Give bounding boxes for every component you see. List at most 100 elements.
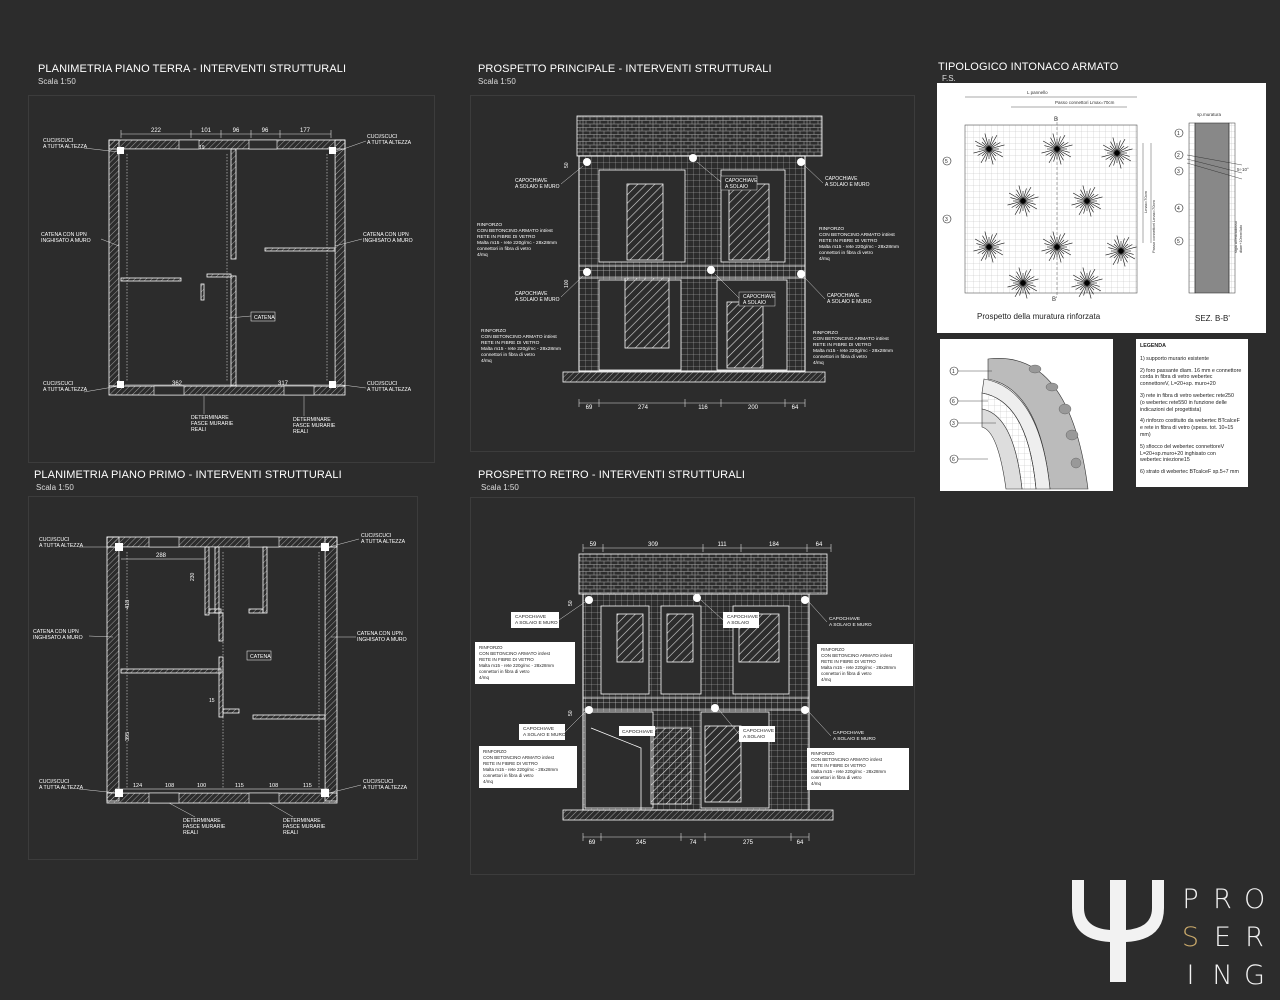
dim-label: 108 (269, 783, 278, 789)
legend-line: (o webertec rete550 in funzione delle (1140, 399, 1227, 406)
label-fasce-murarie: REALI (293, 429, 308, 435)
logo-letter: S (1181, 921, 1201, 953)
label-rinforzo: connettori in fibra di vetro (479, 669, 530, 674)
label-cuci-scuci: CUCI/SCUCI (43, 381, 73, 387)
label-fasce-murarie: DETERMINARE (191, 415, 229, 421)
label-cuci-scuci: A TUTTA ALTEZZA (43, 144, 88, 150)
label-cuci-scuci: CUCI/SCUCI (367, 134, 397, 140)
label-cuci-scuci: CUCI/SCUCI (39, 537, 69, 543)
marker: 3 (945, 217, 948, 223)
label-cuci-scuci: CUCI/SCUCI (367, 381, 397, 387)
label-sp-muratura: sp.muratura (1197, 112, 1222, 117)
elev-back-drawing: 59 309 111 184 64 69 245 74 275 64 50 50 (470, 497, 915, 875)
tie-rod-lines (126, 154, 328, 382)
legend-line: 4) rinforzo costituito da webertec BTcal… (1140, 418, 1240, 425)
legend-line: connettoreV, L=20+sp. muro+20 (1140, 381, 1216, 388)
dim-label: 124 (133, 783, 142, 789)
label-rinforzo: RINFORZO (477, 222, 502, 228)
label-rinforzo: CON BETONCINO ARMATO int/est (811, 757, 883, 762)
elev-main-scale: Scala 1:50 (478, 77, 516, 86)
legend-box: LEGENDA 1) supporto murario esistente 2)… (1136, 339, 1248, 487)
dim-label: 275 (743, 840, 754, 846)
legend-item: 4) rinforzo costituito da webertec BTcal… (1140, 418, 1244, 438)
plan-ground-scale: Scala 1:50 (38, 77, 76, 86)
dim-label: 59 (590, 542, 597, 548)
label-rinforzo: RINFORZO (811, 751, 835, 756)
label-rinforzo: Malta m15 - rete 220g/mc - 28x28mm (819, 244, 899, 250)
connector-dot (1054, 244, 1060, 250)
label-cuci-scuci: A TUTTA ALTEZZA (39, 543, 84, 549)
label-capochiave: CAPOCHIAVE (833, 730, 864, 736)
label-catena: CATENA (254, 315, 275, 321)
label-rinforzo: connettori in fibra di vetro (481, 352, 535, 358)
label-fasce-murarie: FASCE MURARIE (283, 824, 326, 830)
label-rinforzo-group: RINFORZO CON BETONCINO ARMATO int/est RE… (479, 645, 896, 786)
legend-line: 1) supporto murario esistente (1140, 355, 1209, 362)
label-rinforzo: RETE IN FIBRE DI VETRO (813, 342, 872, 348)
logo-wordmark: P R O S E R I N G (1180, 880, 1270, 994)
label-catena-upn: CATENA CON UPN (357, 631, 403, 637)
marker: 5 (1177, 239, 1180, 245)
label-rinforzo-group: RINFORZO CON BETONCINO ARMATO int/est RE… (477, 222, 899, 366)
label-rinforzo: CON BETONCINO ARMATO int/est (819, 232, 895, 238)
legend-line: 3) rete in fibra di vetro webertec rete2… (1140, 392, 1234, 399)
dim-label: 100 (197, 783, 206, 789)
psi-logo-icon (1072, 880, 1164, 982)
dim-label: 15 (209, 698, 215, 704)
label-rinforzo: Malta m15 - rete 220g/mc - 28x28mm (477, 240, 557, 246)
label-catena-upn: INGHISATO A MURO (363, 238, 413, 244)
dim-label: 64 (816, 542, 823, 548)
logo-letter: P (1182, 883, 1200, 915)
dim-label: 115 (303, 783, 312, 789)
dim-label: 101 (201, 128, 212, 134)
connector-bursts (973, 133, 1137, 299)
legend-line: indicazioni del progettista) (1140, 406, 1202, 413)
dim-label: 108 (165, 783, 174, 789)
dim-label: 111 (717, 542, 727, 548)
label-capochiave: A SOLAIO E MURO (515, 184, 560, 190)
typology-title: TIPOLOGICO INTONACO ARMATO (938, 61, 1119, 73)
logo-letter: G (1244, 959, 1266, 991)
dim-label: 69 (589, 840, 596, 846)
connector-dot (1118, 248, 1124, 254)
dim-label: 64 (792, 405, 799, 411)
label-rinforzo: connettori in fibra di vetro (813, 354, 867, 360)
dim-label: 64 (797, 840, 804, 846)
label-fasce-murarie: REALI (183, 830, 198, 836)
label-rinforzo: RINFORZO (813, 330, 838, 336)
logo-letter: I (1186, 959, 1196, 991)
label-rinforzo: RETE IN FIBRE DI VETRO (481, 340, 540, 346)
label-capochiave: CAPOCHIAVE (827, 293, 860, 299)
typology-scale: F.S. (942, 74, 956, 83)
label-rinforzo: CON BETONCINO ARMATO int/est (477, 228, 553, 234)
dim-label: 19 (199, 145, 205, 151)
dim-label: 50 (568, 600, 574, 606)
label-cuci-scuci: A TUTTA ALTEZZA (363, 785, 408, 791)
legend-line: e rete in fibra di vetro (spess. tot. 10… (1140, 425, 1234, 432)
label-angle: 5÷10° (1237, 167, 1249, 172)
label-rinforzo: RETE IN FIBRE DI VETRO (811, 763, 866, 768)
dim-label: 230 (190, 572, 196, 581)
label-rinforzo: 4/mq (821, 677, 832, 682)
connector-dot (1114, 150, 1120, 156)
label-catena-upn: INGHISATO A MURO (357, 637, 407, 643)
plan-first-drawing: 288 418 395 230 15 124 108 100 115 108 1… (28, 496, 418, 860)
roof-masonry (578, 553, 828, 595)
connector-dot (986, 146, 992, 152)
label-capochiave: CAPOCHIAVE (622, 729, 653, 735)
connector-dot (1084, 198, 1090, 204)
legend-line: corda in fibra di vetro webertec (1140, 374, 1213, 381)
plan-ground-drawing: 222 101 96 96 177 362 317 19 CUCI/SCUCI (28, 95, 435, 463)
label-capochiave: CAPOCHIAVE (743, 294, 776, 300)
label-b: B (1054, 117, 1058, 123)
label-rinforzo: 4/mq (813, 360, 824, 366)
label-fasce-murarie: FASCE MURARIE (183, 824, 226, 830)
label-rinforzo: Malta m15 - rete 220g/mc - 28x28mm (479, 663, 554, 668)
label-capochiave: A SOLAIO E MURO (829, 622, 872, 628)
label-note: sigla all'estradosso (1234, 221, 1238, 253)
dim-passo-side: Passo connettori Lmax=70cm (1151, 200, 1156, 253)
label-capochiave: CAPOCHIAVE (825, 176, 858, 182)
label-fasce-murarie: REALI (283, 830, 298, 836)
logo-letter: R (1213, 883, 1233, 915)
label-catena-upn: INGHISATO A MURO (33, 635, 83, 641)
